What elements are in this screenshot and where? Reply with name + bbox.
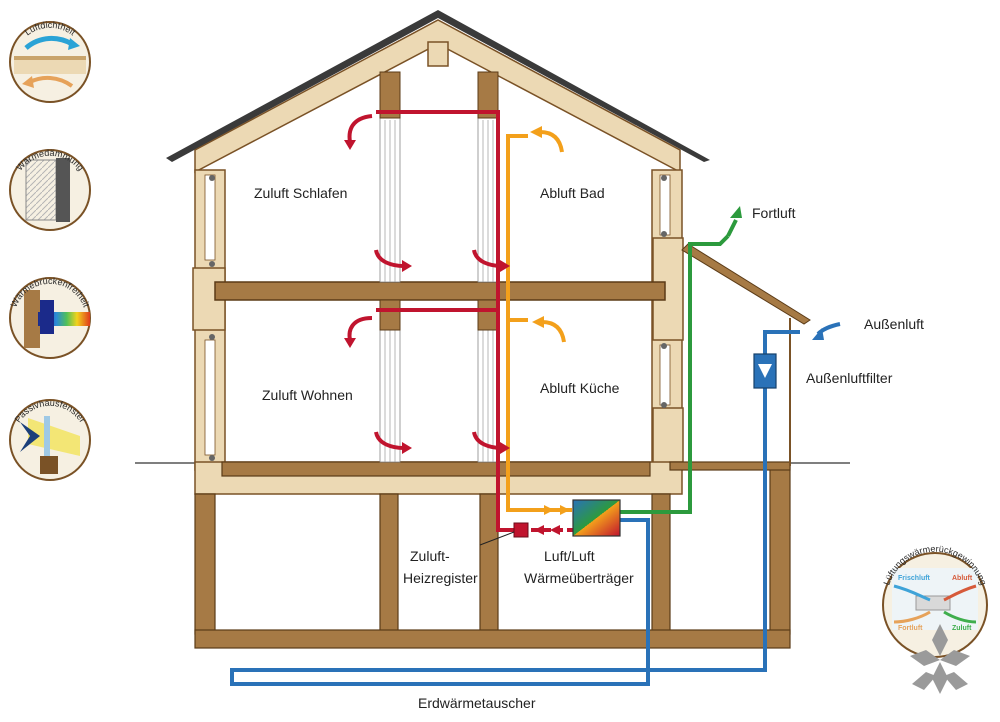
partition-walls [379,71,499,463]
label-fortluft: Fortluft [752,205,796,221]
airflow-arrows [344,114,841,535]
airflow-in-icon [68,38,80,50]
badge-abluft-label: Abluft [952,575,973,582]
label-erdwaermetauscher: Erdwärmetauscher [418,695,536,711]
label-heizregister-1: Zuluft- [410,548,450,564]
roof [166,10,710,174]
badge-waermedaemmung: Wärmedämmung [9,148,91,231]
room-abluft-bad: Abluft Bad [540,185,605,201]
room-zuluft-schlafen: Zuluft Schlafen [254,185,347,201]
room-zuluft-wohnen: Zuluft Wohnen [262,387,353,403]
badge-luftdichtheit: Luftdichtheit [9,20,91,103]
middle-floor [214,281,666,301]
badge-zuluft-label: Zuluft [952,625,972,632]
exhaust-outlet-duct [620,234,730,514]
extract-air-duct [506,134,572,512]
label-aussenluftfilter: Außenluftfilter [806,370,893,386]
room-abluft-kueche: Abluft Küche [540,380,620,396]
badge-passivhausfenster: Passivhausfenster [9,398,91,481]
floor-slab [194,461,683,495]
basement [194,461,791,649]
badge-frischluft-label: Frischluft [898,575,931,582]
house-walls [192,169,684,471]
airflow-out-icon [22,76,34,88]
annex [681,243,811,466]
passivhaus-logo [910,624,970,694]
label-heizregister-2: Heizregister [403,570,478,586]
label-aussenluft: Außenluft [864,316,924,332]
heater-register [513,522,529,538]
label-waermetauscher-1: Luft/Luft [544,548,595,564]
supply-air-duct [376,110,520,532]
badge-waermebrueckenfreiheit: Wärmebrückenfreiheit [9,276,92,359]
heat-exchanger [572,499,621,537]
heizregister-leader [479,531,515,546]
outdoor-air-filter [753,353,777,389]
badge-fortluft-label: Fortluft [898,625,923,632]
label-waermetauscher-2: Wärmeüberträger [524,570,634,586]
